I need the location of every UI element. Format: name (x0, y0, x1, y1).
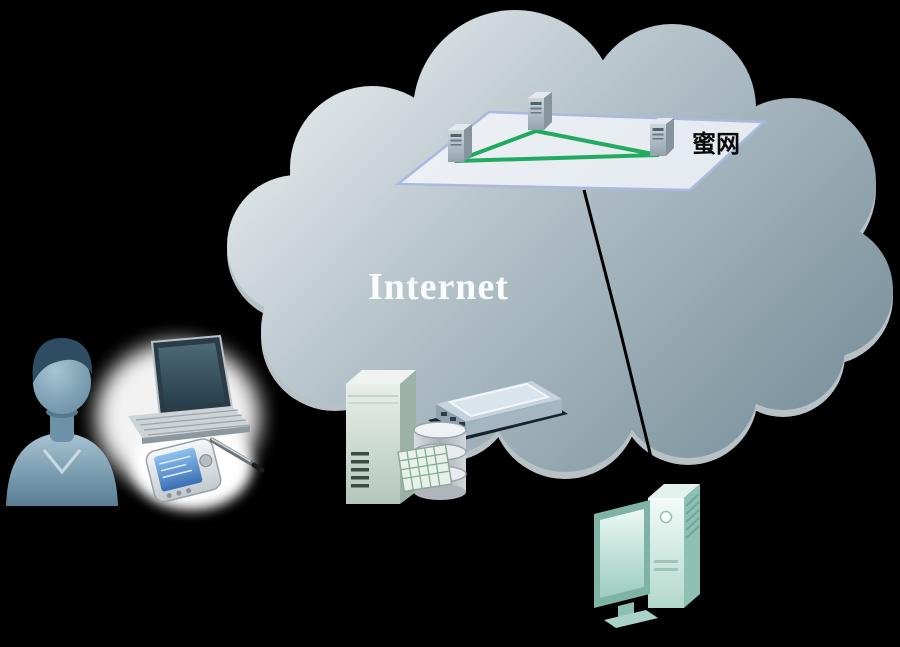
network-switch-icon (436, 381, 562, 436)
honeynet-links (454, 129, 660, 163)
honeynet-server-3-icon (650, 118, 674, 156)
computer-tower-icon (648, 484, 700, 608)
honeynet-label: 蜜网 (692, 130, 740, 158)
stylus-icon (209, 437, 265, 473)
storage-grid-icon (397, 443, 453, 493)
honeynet-server-1-icon (448, 124, 472, 162)
internet-cloud: Internet (227, 10, 893, 479)
computer-monitor-icon (594, 500, 658, 628)
honeypot-computer (594, 484, 700, 628)
server-cluster (346, 370, 568, 504)
internet-label: Internet (368, 266, 509, 308)
honeynet-server-2-icon (528, 92, 552, 130)
honeynet-to-computer-line (582, 189, 660, 487)
pda-with-stylus-icon (145, 437, 265, 503)
laptop-icon (128, 334, 251, 444)
honeynet: 蜜网 (394, 92, 768, 192)
person-icon (6, 338, 118, 506)
